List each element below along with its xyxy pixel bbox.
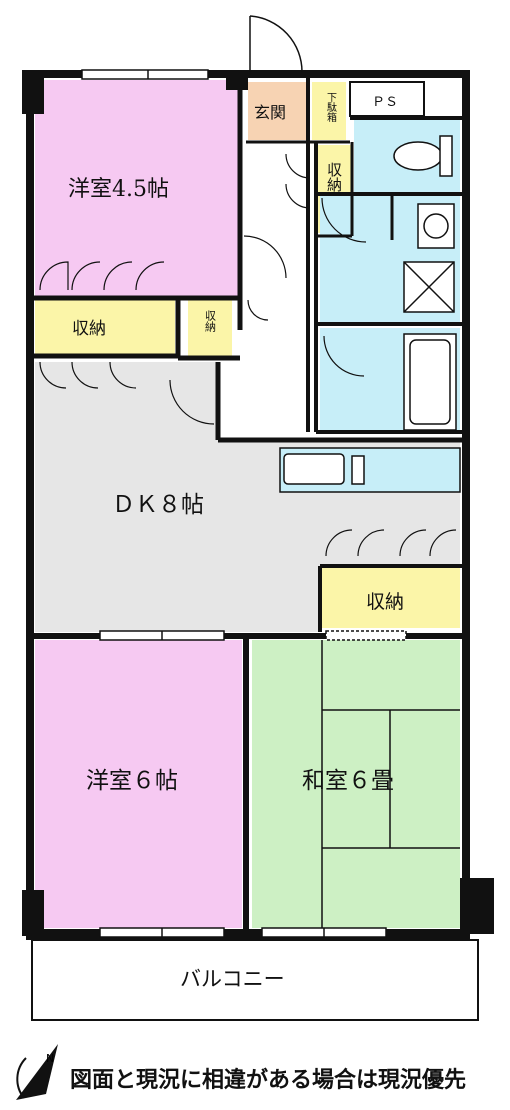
label-dk: ＤＫ８帖 [112,492,204,518]
room-entrance [248,82,308,140]
room-shoe-box [312,82,346,140]
room-storage-small [188,298,232,356]
label-western-45: 洋室4.5帖 [68,177,169,202]
room-japanese-6 [252,640,460,928]
walls [22,70,494,940]
kitchen-sink-icon [283,453,365,485]
label-storage-small: 収納 [204,310,217,333]
label-storage-dk: 収納 [366,591,404,613]
room-storage-left [35,298,175,354]
room-western-45 [35,80,240,298]
room-western-6 [35,640,242,928]
room-storage-dk [322,566,460,628]
windows [81,69,407,938]
door-swings [39,153,457,557]
label-storage-left: 収納 [72,319,106,339]
room-ps [349,81,425,117]
washbasin-icon [417,203,455,249]
bathtub-icon [403,333,457,431]
entrance-door [249,15,303,73]
tatami-mats [321,640,460,928]
label-entrance: 玄関 [254,103,286,122]
label-western-6: 洋室６帖 [86,768,178,794]
disclaimer-notice: 図面と現況に相違がある場合は現況優先 [70,1068,467,1093]
toilet-icon [393,135,453,177]
washer-pan-icon [403,261,455,313]
north-compass-icon: N [16,1044,58,1100]
svg-text:N: N [46,1052,54,1065]
label-shoe-box: 下駄箱 [325,92,337,123]
room-balcony [31,939,479,1021]
floor-plan: 洋室4.5帖 玄関 下駄箱 ＰＳ 収納 収納 収納 ＤＫ８帖 収納 洋室６帖 和… [22,15,494,1021]
room-dk [35,362,460,632]
label-ps: ＰＳ [372,95,398,110]
label-balcony: バルコニー [180,967,285,991]
label-japanese-6: 和室６畳 [302,768,394,794]
label-storage-hall: 収納 [325,162,343,193]
